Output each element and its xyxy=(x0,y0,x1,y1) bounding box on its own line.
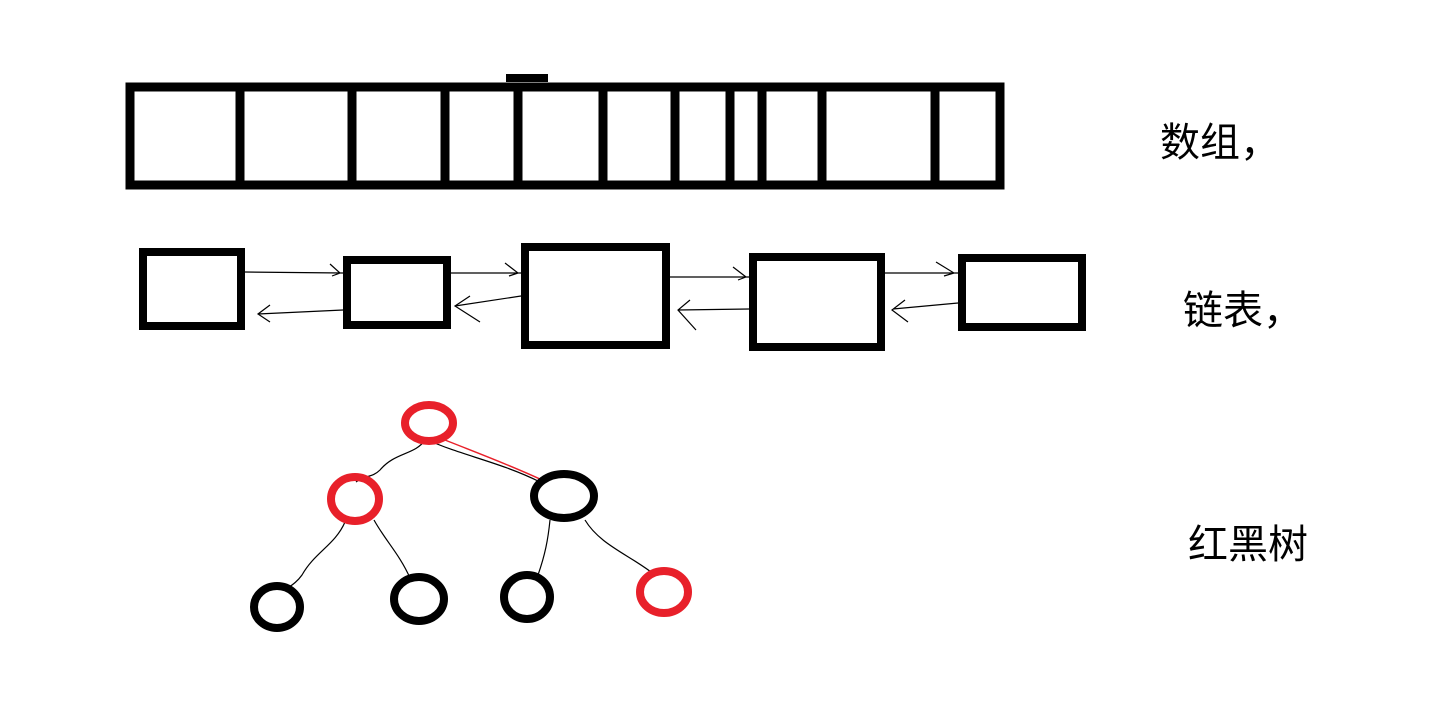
tree-edge xyxy=(584,519,656,576)
red-black-tree-diagram xyxy=(250,401,692,632)
list-node xyxy=(749,253,885,351)
next-pointer xyxy=(670,266,749,281)
list-node xyxy=(343,256,451,329)
tree-edge xyxy=(284,521,346,591)
tree-node-right xyxy=(530,470,598,522)
linked-list-label: 链表， xyxy=(1183,288,1303,334)
red-black-tree-label: 红黑树 xyxy=(1188,522,1308,568)
array-top-notch xyxy=(506,74,548,82)
tree-node-root xyxy=(401,401,457,445)
tree-node-right-right xyxy=(636,567,692,617)
prev-pointer xyxy=(256,304,344,323)
next-pointer xyxy=(244,263,344,277)
prev-pointer xyxy=(453,295,522,323)
list-node xyxy=(958,254,1086,331)
tree-edge xyxy=(427,439,541,483)
tree-node-left xyxy=(327,473,383,525)
linked-list-diagram xyxy=(139,243,1086,351)
next-pointer xyxy=(885,261,958,277)
next-pointer xyxy=(451,262,521,277)
prev-pointer xyxy=(891,299,959,323)
prev-pointer xyxy=(677,299,750,331)
array-label: 数组， xyxy=(1160,120,1280,166)
array-diagram xyxy=(125,74,1005,190)
tree-edge xyxy=(373,519,411,579)
list-node xyxy=(521,243,670,349)
tree-edge xyxy=(537,519,551,576)
tree-node-left-right xyxy=(390,573,448,625)
array-outline xyxy=(125,82,1005,190)
tree-edge-red-highlight xyxy=(444,439,543,481)
tree-node-left-left xyxy=(250,582,304,632)
tree-node-right-left xyxy=(500,571,554,623)
list-node xyxy=(139,248,245,330)
